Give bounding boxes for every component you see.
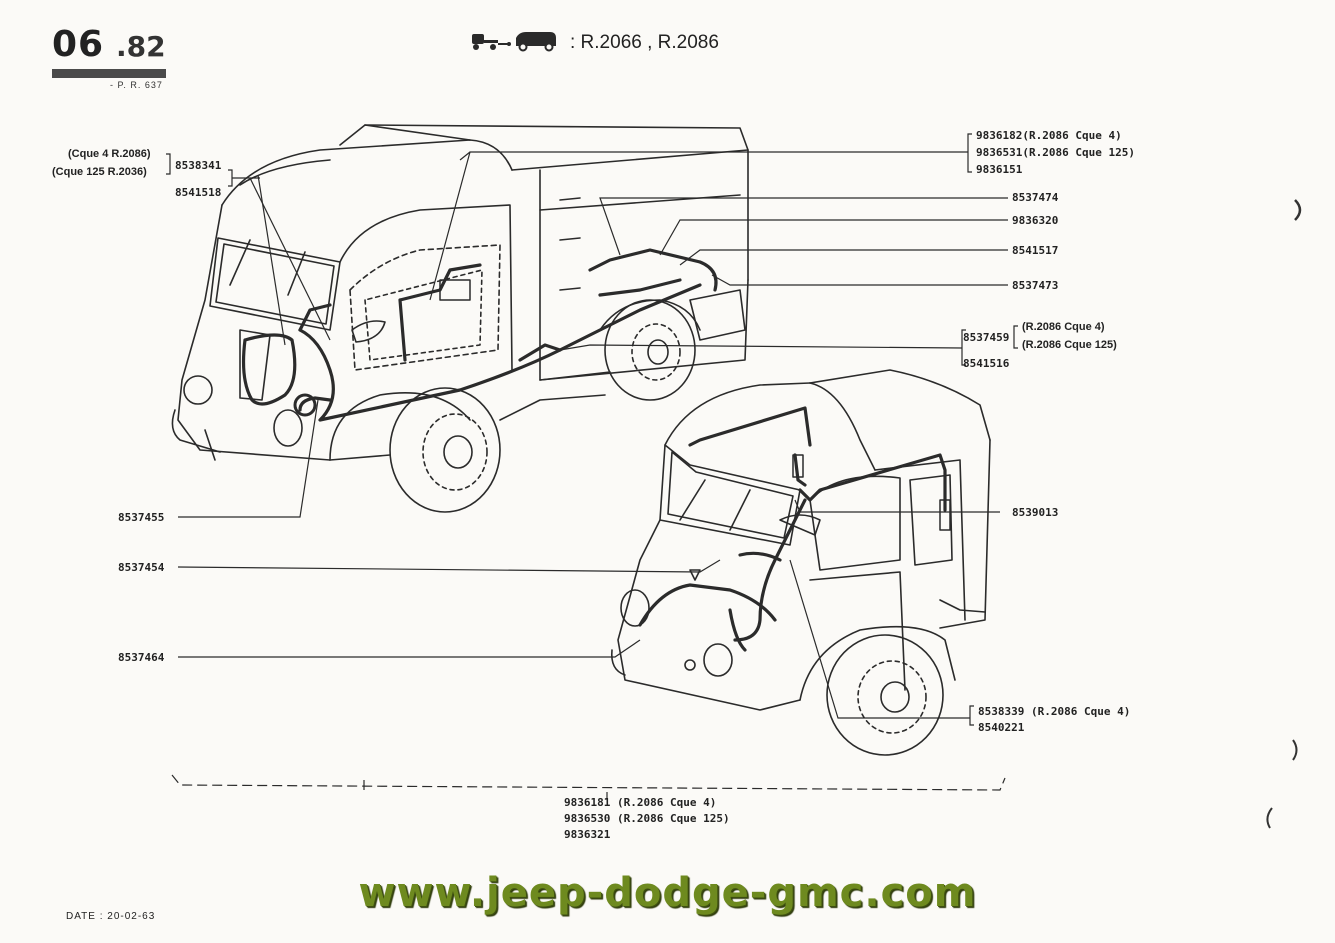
truck-harness: [241, 248, 718, 422]
reference-number: - P. R. 637: [110, 80, 163, 90]
section-number: 06: [52, 24, 105, 65]
part-number-8541516: 8541516: [963, 357, 1010, 370]
part-number-8537454: 8537454: [118, 561, 165, 574]
part-number-9836151: 9836151: [976, 163, 1023, 176]
part-number-8539013: 8539013: [1012, 506, 1059, 519]
note-group-b-cque125: (R.2086 Cque 125): [1022, 339, 1117, 351]
part-number-8538341: 8538341: [175, 159, 222, 172]
part-number-8541518: 8541518: [175, 186, 222, 199]
part-number-8537464: 8537464: [118, 651, 165, 664]
document-date: DATE : 20-02-63: [66, 911, 156, 922]
section-sub: .82: [116, 30, 166, 63]
part-number-9836320: 9836320: [1012, 214, 1059, 227]
part-number-9836181: 9836181 (R.2086 Cque 4): [564, 796, 717, 809]
website-watermark: www.jeep-dodge-gmc.com: [358, 870, 977, 916]
part-number-8538339: 8538339 (R.2086 Cque 4): [978, 705, 1131, 718]
part-number-8537474: 8537474: [1012, 191, 1059, 204]
note-cque4: (Cque 4 R.2086): [68, 148, 151, 160]
model-numbers: : R.2066 , R.2086: [570, 32, 719, 53]
note-cque125: (Cque 125 R.2036): [52, 166, 147, 178]
part-number-9836182: 9836182(R.2086 Cque 4): [976, 129, 1122, 142]
part-number-8541517: 8541517: [1012, 244, 1059, 257]
part-number-8537455: 8537455: [118, 511, 165, 524]
van-drawing: [610, 369, 991, 756]
note-group-b-cque4: (R.2086 Cque 4): [1022, 321, 1105, 333]
margin-marks: [1266, 199, 1302, 829]
part-number-8537459: 8537459: [963, 331, 1010, 344]
part-number-9836321: 9836321: [564, 828, 611, 841]
part-number-9836530: 9836530 (R.2086 Cque 125): [564, 812, 730, 825]
part-number-8537473: 8537473: [1012, 279, 1059, 292]
part-number-9836531: 9836531(R.2086 Cque 125): [976, 146, 1135, 159]
header-bar: [52, 69, 166, 78]
part-number-8540221: 8540221: [978, 721, 1025, 734]
van-harness: [638, 406, 947, 652]
pickup-truck-drawing: [171, 124, 749, 513]
leader-lines: [166, 133, 1018, 800]
